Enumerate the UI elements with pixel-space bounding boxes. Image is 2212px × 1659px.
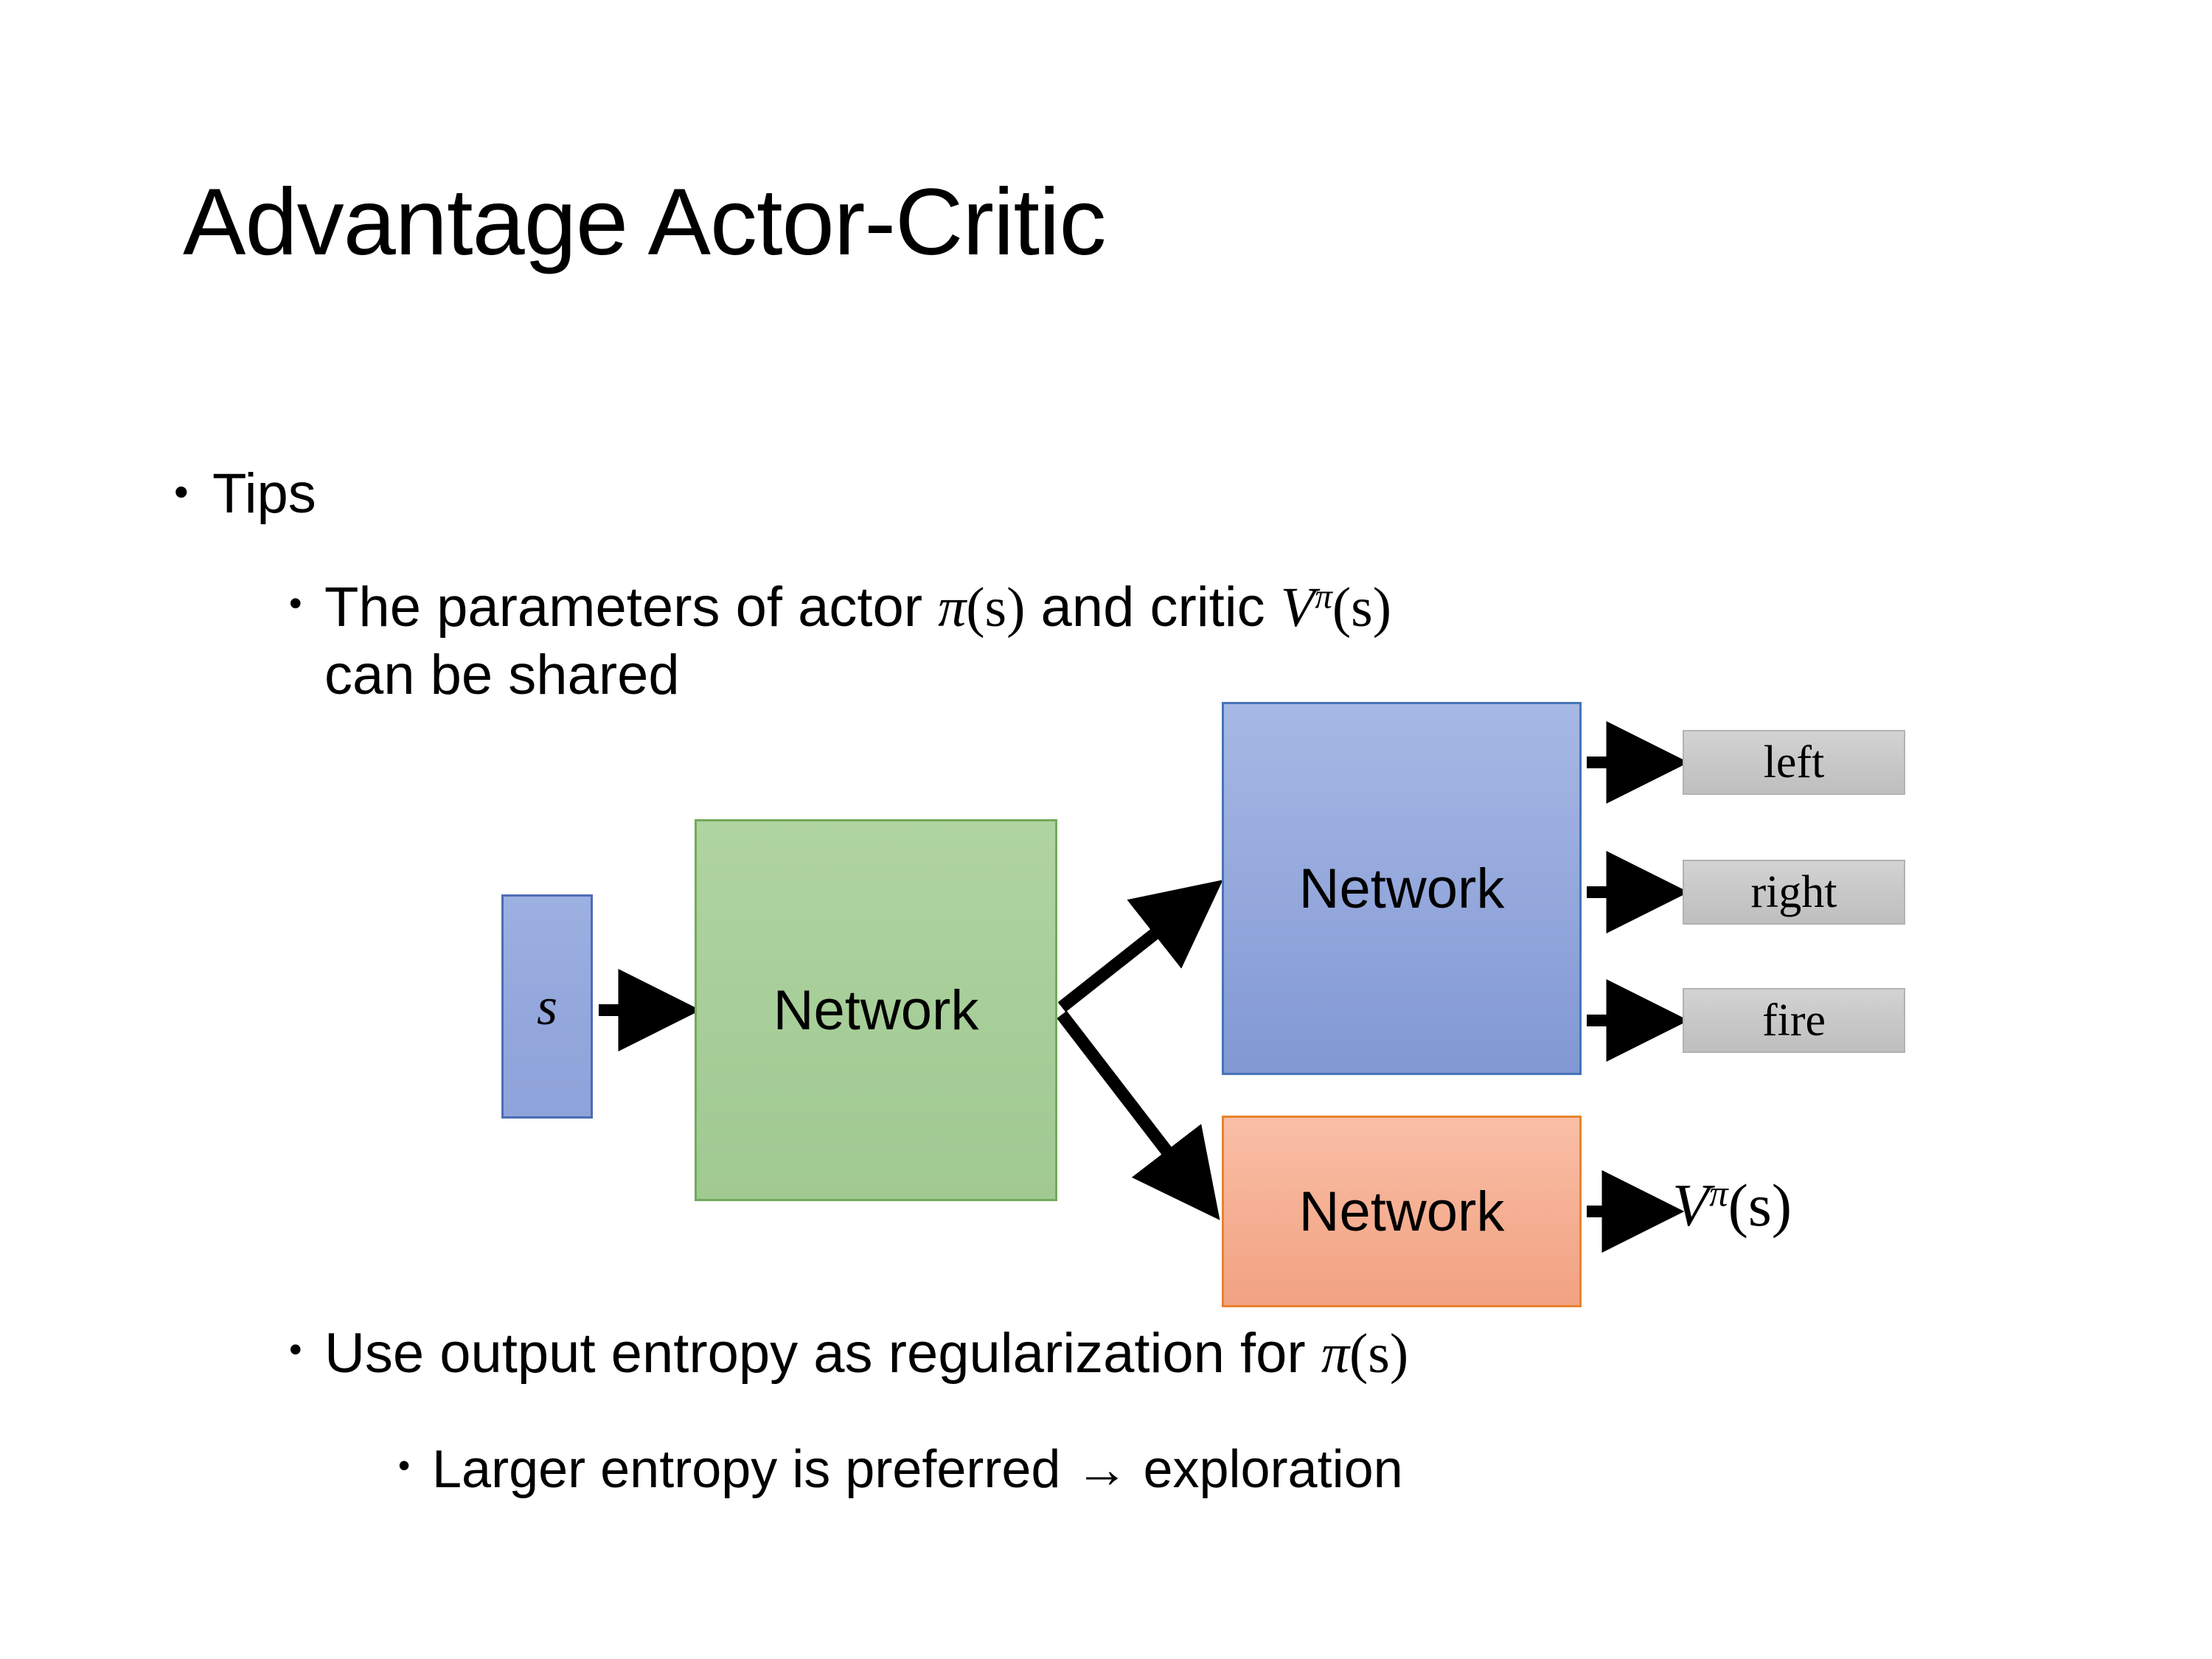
math-critic-v-pi: Vπ(s) [1280,577,1392,639]
action-left-label: left [1763,737,1825,787]
bullet-parameters-shared: • The parameters of actor π(s) and criti… [289,574,2059,709]
action-fire-label: fire [1761,995,1826,1046]
parameters-prefix: The parameters of actor [324,576,939,639]
math-entropy-pi: π(s) [1321,1323,1409,1385]
parameters-line2: can be shared [324,644,680,707]
bullet-tips-label: Tips [212,462,316,525]
bullet-entropy-text: Use output entropy as regularization for… [324,1320,1408,1388]
bullet-tips: • Tips [174,461,316,527]
bullet-marker-icon: • [289,582,302,624]
actor-network-label: Network [1298,857,1505,920]
diagram-action-right[interactable]: right [1683,860,1905,925]
parameters-middle: and critic [1025,576,1281,639]
math-actor-pi: π(s) [938,577,1026,639]
bullet-marker-icon: • [398,1446,411,1484]
diagram-node-actor-network[interactable]: Network [1222,702,1582,1075]
critic-network-label: Network [1298,1180,1505,1243]
diagram-node-critic-network[interactable]: Network [1222,1116,1582,1307]
bullet-larger-entropy: • Larger entropy is preferred → explorat… [398,1438,1403,1501]
bullet-marker-icon: • [289,1329,302,1370]
action-right-label: right [1750,866,1837,917]
diagram-node-shared-network[interactable]: Network [695,819,1057,1201]
diagram-node-state-input[interactable]: s [501,894,593,1119]
slide-title: Advantage Actor-Critic [183,170,1106,275]
diagram-action-fire[interactable]: fire [1683,988,1905,1053]
shared-network-label: Network [773,978,979,1042]
entropy-prefix: Use output entropy as regularization for [324,1322,1321,1385]
state-symbol: s [536,976,558,1036]
arrow-shared-to-actor [1057,880,1223,1012]
arrow-shared-to-critic [1057,1010,1220,1220]
diagram-critic-output-value: Vπ(s) [1672,1172,1792,1239]
bullet-larger-label: Larger entropy is preferred → exploratio… [432,1440,1403,1499]
bullet-parameters-text: The parameters of actor π(s) and critic … [324,574,1391,709]
diagram-action-left[interactable]: left [1683,730,1905,795]
bullet-marker-icon: • [174,468,189,515]
bullet-entropy-regularization: • Use output entropy as regularization f… [289,1320,1408,1388]
